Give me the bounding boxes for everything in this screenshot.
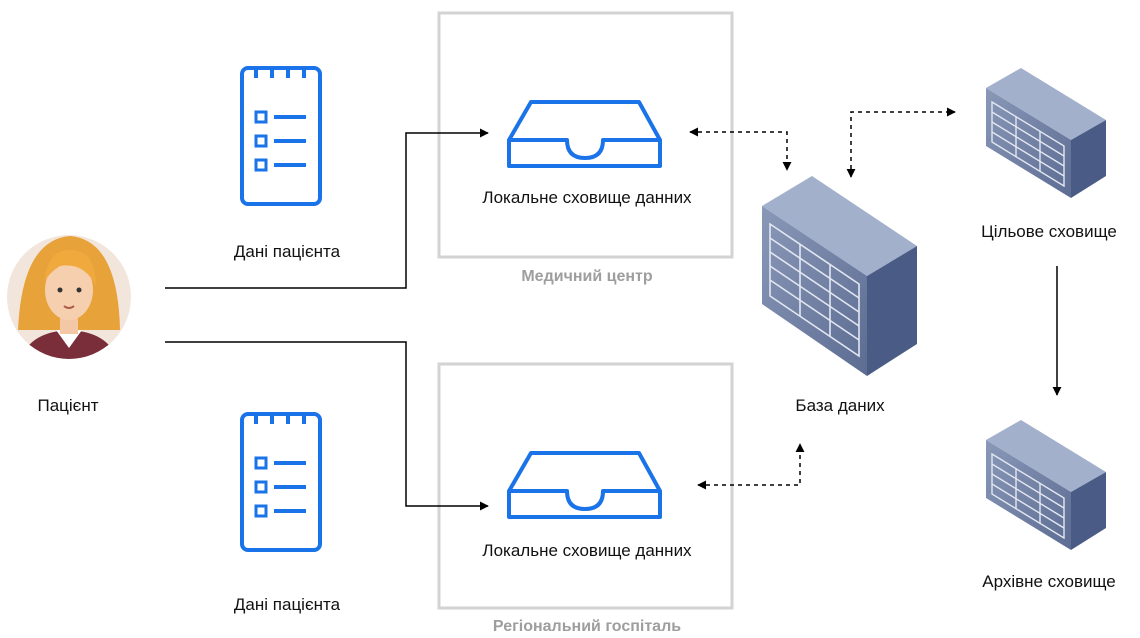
target-storage-label: Цільове сховище <box>981 222 1117 241</box>
notepad-checklist-icon <box>240 412 322 552</box>
connector-database-target-storage <box>846 107 956 178</box>
inbox-tray-icon <box>507 451 662 519</box>
server-rack-icon <box>986 420 1106 550</box>
local-storage-label-regional-hospital: Локальне сховище данних <box>482 541 692 560</box>
server-rack-icon <box>762 176 917 376</box>
patient-label: Пацієнт <box>37 396 99 415</box>
connector-medical-center-database <box>689 127 792 171</box>
group-label-medical-center: Медичний центр <box>521 268 653 285</box>
connector-regional-hospital-database <box>697 443 805 490</box>
group-box-regional-hospital <box>437 362 734 610</box>
local-storage-label-medical-center: Локальне сховище данних <box>482 188 692 207</box>
notepad-checklist-icon <box>240 66 322 206</box>
archive-storage-label: Архівне сховище <box>982 572 1116 591</box>
connector-patient-to-regional-hospital <box>165 341 489 511</box>
group-label-regional-hospital: Регіональний госпіталь <box>492 618 682 635</box>
server-rack-icon <box>986 68 1106 198</box>
patient-data-label-bottom: Дані пацієнта <box>233 595 341 614</box>
inbox-tray-icon <box>507 100 662 168</box>
patient-avatar-icon <box>7 235 131 359</box>
group-box-medical-center <box>437 11 734 259</box>
patient-data-label-top: Дані пацієнта <box>233 242 341 261</box>
connector-patient-to-medical-center <box>165 128 489 289</box>
database-label: База даних <box>795 396 885 415</box>
